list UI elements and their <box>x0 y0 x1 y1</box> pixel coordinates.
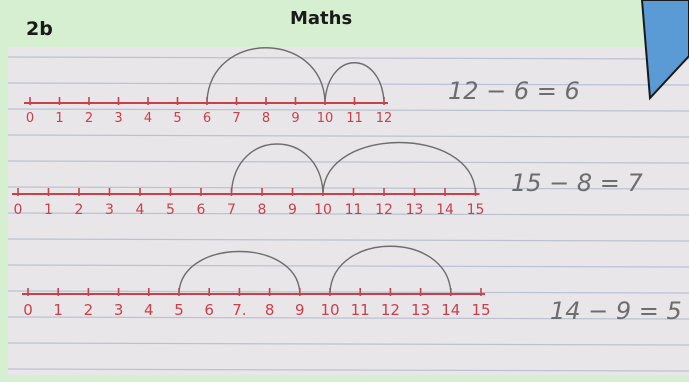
number-line-tick-label: 9 <box>295 301 305 319</box>
number-line-tick-label: 12 <box>381 301 400 319</box>
number-line-tick-label: 2 <box>75 202 84 218</box>
page-title: Maths <box>290 8 353 29</box>
ruled-line <box>8 342 689 346</box>
number-line-tick-label: 2 <box>84 301 94 319</box>
ruled-line <box>8 264 689 268</box>
pencil-jump-arc <box>329 245 452 293</box>
number-line-tick-label: 5 <box>174 301 184 319</box>
number-line-tick-label: 7 <box>232 111 240 126</box>
number-line-tick-label: 15 <box>471 301 490 319</box>
number-line-tick-label: 13 <box>411 301 430 319</box>
number-line-tick-label: 10 <box>317 111 334 126</box>
page-badge: 2b <box>26 18 53 40</box>
number-line-tick-label: 5 <box>166 202 175 218</box>
number-line-tick-label: 13 <box>406 202 424 218</box>
number-line-tick-label: 3 <box>114 301 124 319</box>
pencil-jump-arc <box>322 141 477 193</box>
paper-background <box>8 47 689 375</box>
number-line-tick-label: 12 <box>376 111 393 126</box>
number-line-tick-label: 0 <box>14 202 23 218</box>
handwritten-equation: 12 − 6 = 6 <box>448 77 580 105</box>
ruled-line <box>8 238 689 242</box>
number-line-tick-label: 7 <box>227 202 236 218</box>
number-line-tick-label: 10 <box>314 202 332 218</box>
number-line-tick-label: 6 <box>204 301 214 319</box>
number-line-tick-label: 4 <box>144 301 154 319</box>
ruled-line <box>8 56 689 60</box>
ruled-line <box>8 160 689 164</box>
number-line-tick-label: 9 <box>288 202 297 218</box>
number-line-tick-label: 6 <box>203 111 211 126</box>
number-line-tick-label: 1 <box>55 111 63 126</box>
number-line-tick-label: 8 <box>265 301 275 319</box>
handwritten-equation: 14 − 9 = 5 <box>550 297 682 325</box>
number-line-tick-label: 15 <box>467 202 485 218</box>
ruled-line <box>8 186 689 190</box>
number-line-tick-label: 11 <box>346 111 363 126</box>
number-line-tick-label: 9 <box>291 111 299 126</box>
pencil-jump-arc <box>230 143 324 193</box>
handwritten-equation: 15 − 8 = 7 <box>511 169 644 197</box>
ruled-line <box>8 368 689 372</box>
number-line-tick-label: 1 <box>44 202 53 218</box>
number-line-tick-label: 2 <box>85 111 93 126</box>
ruled-line <box>8 82 689 86</box>
number-line-tick-label: 8 <box>258 202 267 218</box>
number-line-tick-label: 11 <box>345 202 363 218</box>
number-line-tick-label: 1 <box>53 301 63 319</box>
pencil-jump-arc <box>324 62 385 102</box>
number-line-tick-label: 12 <box>375 202 393 218</box>
number-line-tick-label: 7. <box>232 301 246 319</box>
pencil-jump-arc <box>206 47 326 102</box>
number-line-tick-label: 11 <box>351 301 370 319</box>
ruled-line <box>8 108 689 112</box>
number-line-tick-label: 8 <box>262 111 270 126</box>
number-line-tick-label: 5 <box>173 111 181 126</box>
number-line-tick-label: 10 <box>320 301 339 319</box>
ruled-line <box>8 212 689 216</box>
number-line-tick-label: 3 <box>114 111 122 126</box>
number-line-tick-label: 0 <box>23 301 33 319</box>
number-line-tick-label: 14 <box>436 202 454 218</box>
ruled-lines <box>8 56 689 372</box>
number-line-tick-label: 3 <box>105 202 114 218</box>
pencil-jump-arc <box>178 250 301 293</box>
ruled-line <box>8 290 689 294</box>
number-line-tick-label: 0 <box>26 111 34 126</box>
ruled-line <box>8 316 689 320</box>
ruled-line <box>8 134 689 138</box>
number-line-tick-label: 6 <box>197 202 206 218</box>
number-line-tick-label: 14 <box>441 301 460 319</box>
number-line-tick-label: 4 <box>136 202 145 218</box>
number-line-tick-label: 4 <box>144 111 152 126</box>
